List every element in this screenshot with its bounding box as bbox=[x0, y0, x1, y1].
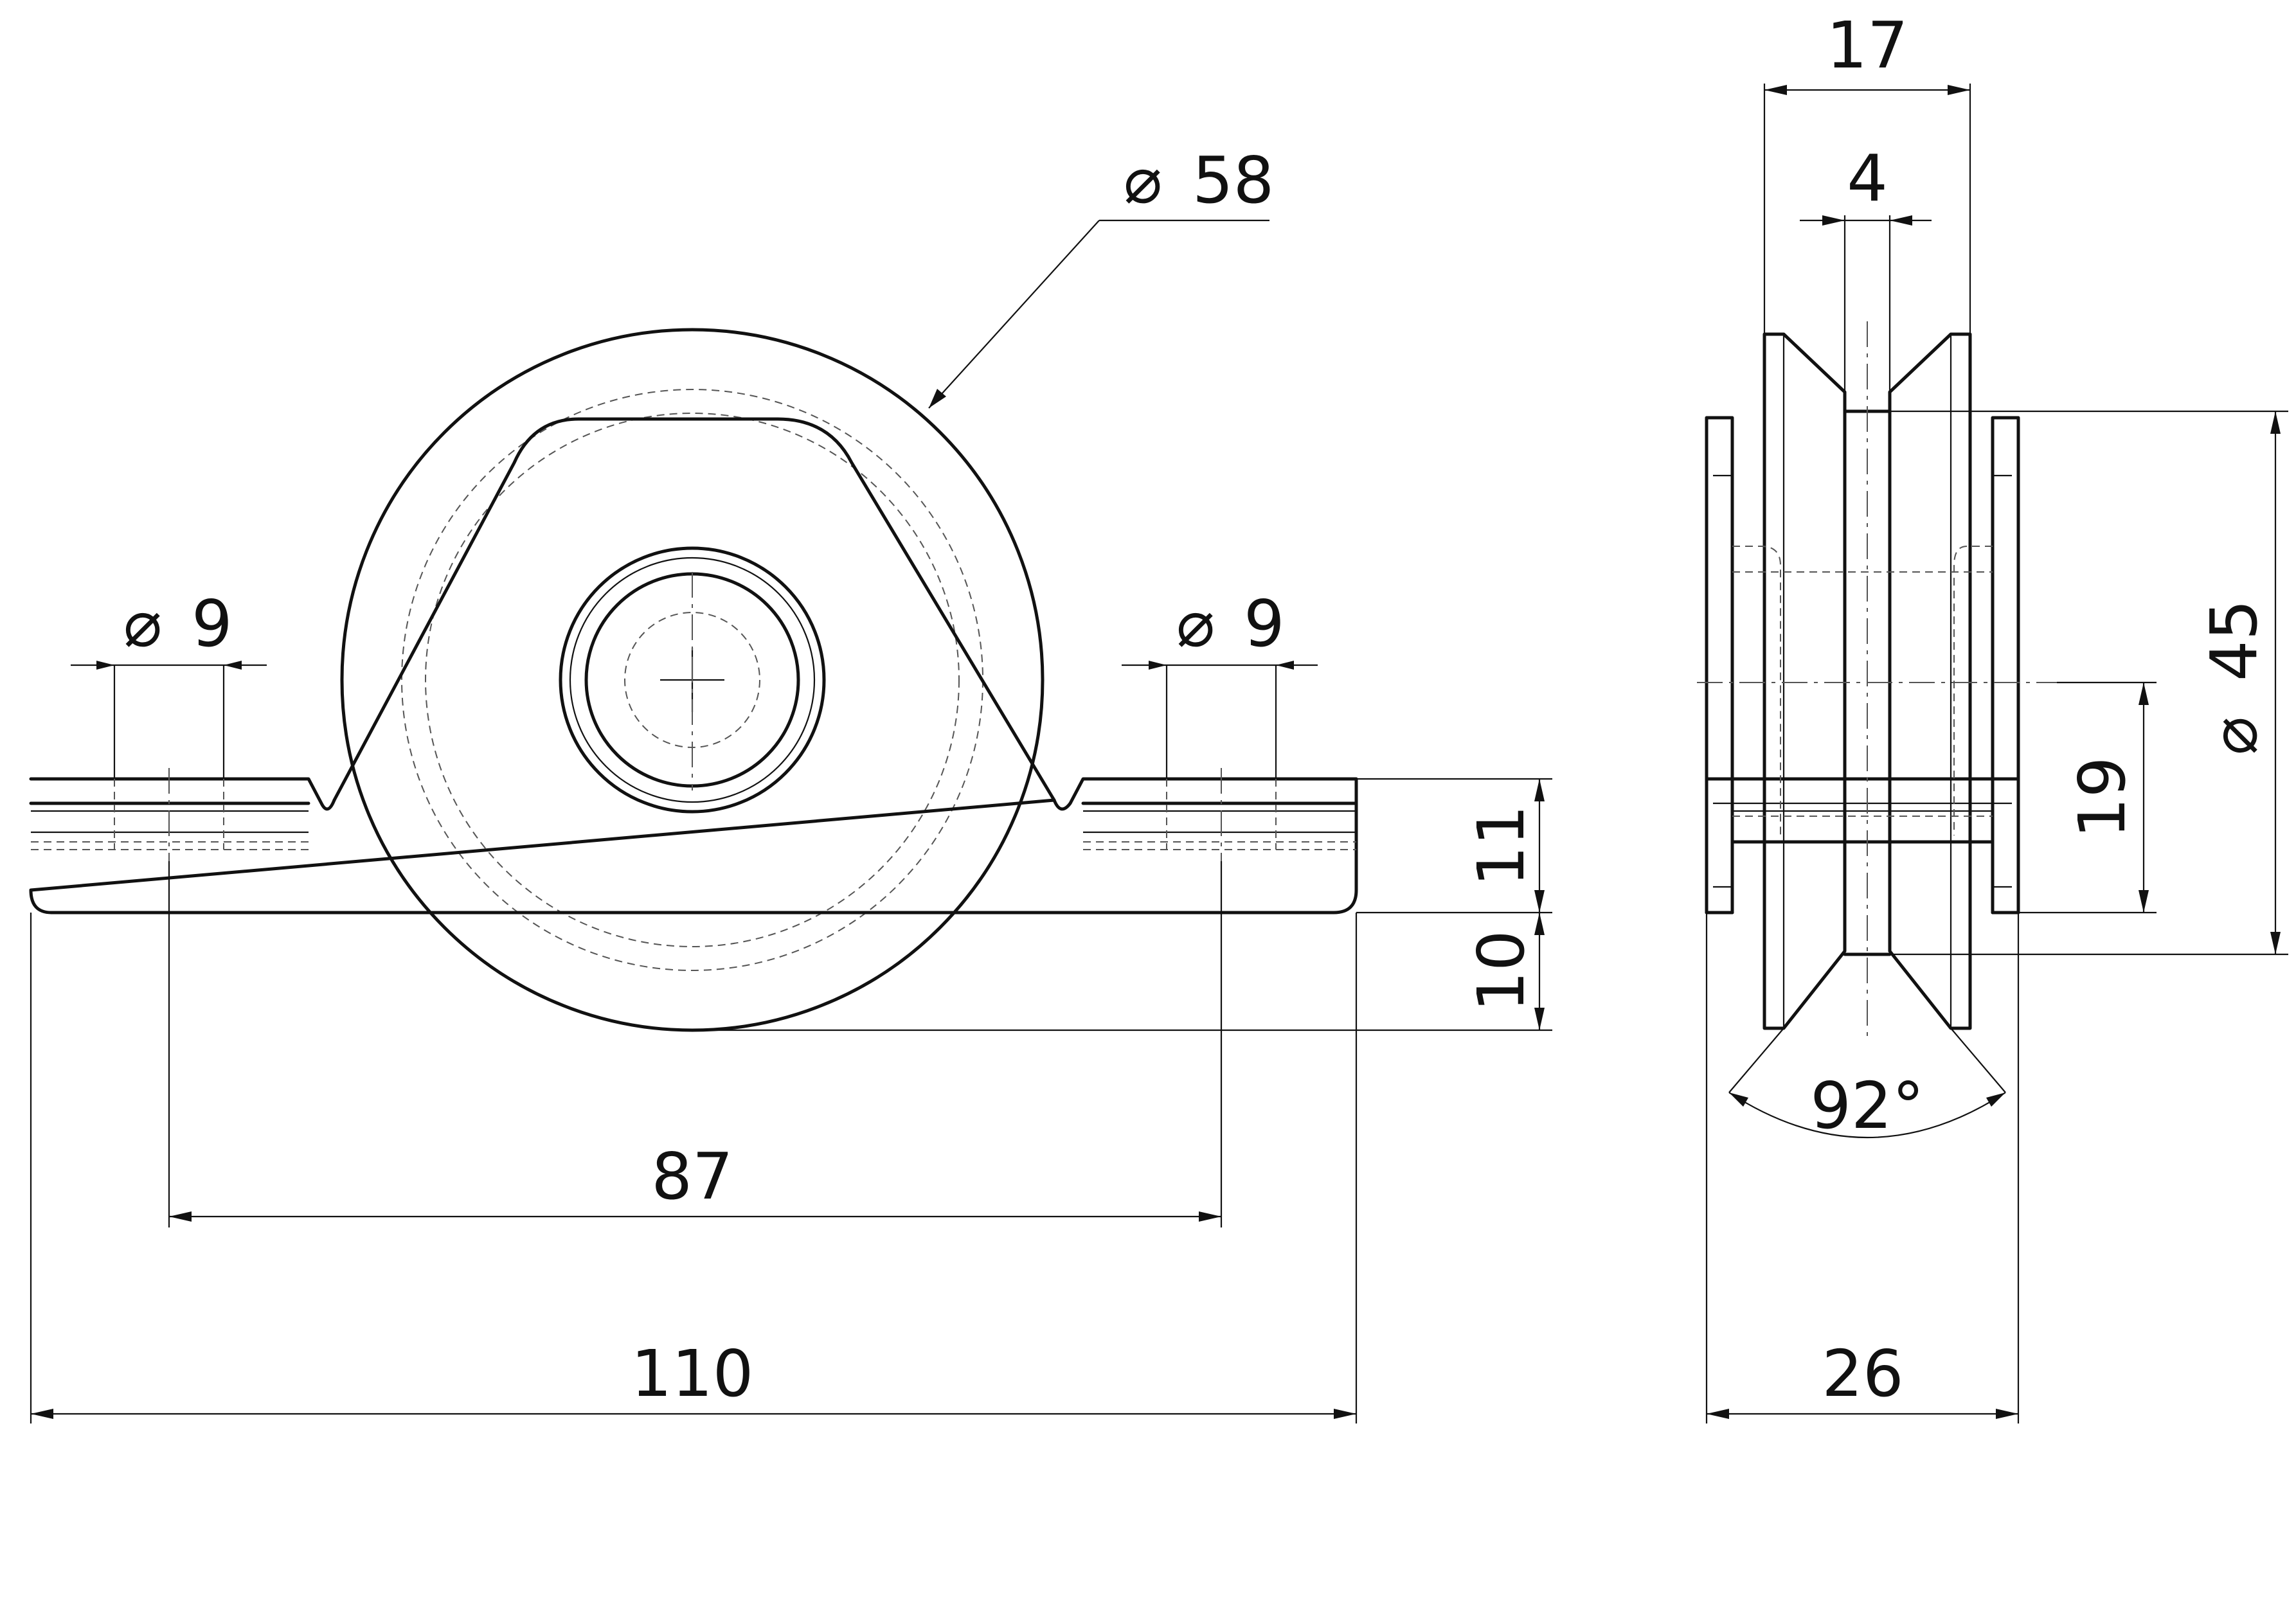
hole-spacing-label: 87 bbox=[651, 1139, 733, 1214]
hole-right-diameter-label: 9 bbox=[1244, 586, 1285, 661]
bracket-width-label: 26 bbox=[1822, 1336, 1903, 1411]
groove-diameter-label: 45 bbox=[2196, 600, 2272, 681]
wheel-right-flange bbox=[1888, 332, 1972, 1030]
overall-length-label: 110 bbox=[631, 1336, 754, 1411]
bearing-outer-2 bbox=[569, 557, 816, 803]
groove-diameter-symbol: ⌀ bbox=[2196, 717, 2272, 755]
axle-height-label: 19 bbox=[2065, 756, 2140, 838]
wheel-diameter-symbol: ⌀ bbox=[1124, 143, 1162, 218]
base-plate bbox=[29, 777, 1358, 915]
plate-height-label: 11 bbox=[1464, 805, 1539, 886]
side-view: 17 4 ⌀ 45 19 92° 26 bbox=[1697, 8, 2288, 1423]
bearing-outer bbox=[559, 546, 826, 814]
wheel-width-label: 17 bbox=[1826, 8, 1908, 83]
hole-left-diameter-symbol: ⌀ bbox=[123, 586, 162, 661]
wheel-left-flange bbox=[1762, 332, 1847, 1030]
hole-right-diameter-symbol: ⌀ bbox=[1176, 586, 1215, 661]
bracket-arch bbox=[332, 417, 1056, 802]
groove-width-label: 4 bbox=[1847, 141, 1888, 216]
bracket-left-leg bbox=[1705, 416, 1734, 915]
hole-left-diameter-label: 9 bbox=[192, 586, 233, 661]
wheel-diameter-label: 58 bbox=[1192, 143, 1274, 218]
groove-angle-label: 92° bbox=[1810, 1068, 1924, 1143]
wheel-projection-label: 10 bbox=[1464, 930, 1539, 1012]
bracket-right-leg bbox=[1991, 416, 2020, 915]
front-view: ⌀ 58 ⌀ 9 ⌀ 9 87 110 bbox=[29, 143, 1552, 1423]
wheel-hidden-inner bbox=[425, 413, 960, 947]
bracket-base bbox=[1705, 777, 2020, 915]
